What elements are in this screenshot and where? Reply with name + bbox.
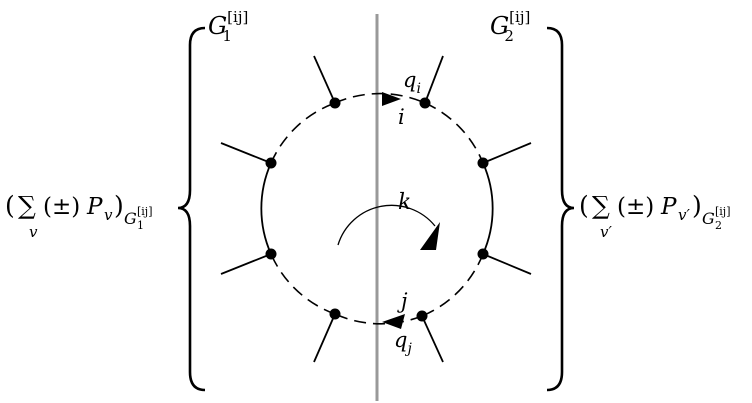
external-leg [220,253,272,275]
loop-momentum-arrowhead [420,222,440,250]
svg-text:v′: v′ [600,223,612,241]
loop-arc-right-upper-dashed [424,102,484,164]
label-g2: G[ij]2 [490,8,530,45]
svg-text:(: ( [5,191,15,220]
svg-text:[ij]: [ij] [715,205,731,218]
svg-text:(±): (±) [43,194,80,220]
loop-arc-left-lower-dashed [270,253,336,315]
right-brace [546,26,575,392]
svg-text:G: G [702,209,715,228]
vertex [477,248,489,260]
external-leg [421,315,444,363]
left-brace [177,26,206,392]
loop-arc-right-lower-dashed [421,253,484,317]
svg-text:2: 2 [715,219,722,232]
momentum-arrow-qi [382,92,401,106]
vertex [419,97,431,109]
external-leg [313,313,336,363]
svg-text:v: v [29,223,38,241]
external-leg [482,253,532,275]
vertex [265,157,277,169]
loop-arc-top-dashed [334,92,426,104]
vertex [416,310,428,322]
label-qi: qi [403,68,421,97]
label-i: i [398,105,405,129]
vertex [265,248,277,260]
loop-arc-bottom-dashed [334,313,423,325]
svg-text:(±): (±) [617,194,654,220]
label-k: k [398,190,411,215]
svg-text:): ) [692,191,702,220]
svg-text:(: ( [579,191,589,220]
external-leg [313,55,336,104]
loop-arc-left-upper-dashed [270,102,336,164]
svg-text:P: P [660,194,677,220]
svg-text:∑: ∑ [18,191,36,220]
svg-text:v: v [104,206,113,224]
svg-text:): ) [114,191,124,220]
label-qj: qj [394,328,412,357]
svg-text:G: G [124,209,137,228]
loop-arc-right-solid [482,162,494,255]
loop-arc-left-solid [260,162,272,255]
external-leg [220,142,272,164]
right-sum-formula: ( ∑ v′ (±) P v′ ) G [ij] 2 [579,191,731,241]
label-j: j [397,289,408,313]
loop-momentum-arc [337,204,436,246]
svg-text:∑: ∑ [592,191,610,220]
external-leg [482,142,532,164]
label-g1: G[ij]1 [208,8,248,45]
svg-text:v′: v′ [678,206,690,224]
left-sum-formula: ( ∑ v (±) P v ) G [ij] 1 [5,191,153,241]
external-leg [424,55,444,104]
vertex [477,157,489,169]
vertex [329,97,341,109]
svg-text:P: P [86,194,103,220]
svg-text:1: 1 [137,219,144,232]
svg-text:[ij]: [ij] [137,205,153,218]
vertex [329,308,341,320]
momentum-arrow-qj [382,314,405,329]
